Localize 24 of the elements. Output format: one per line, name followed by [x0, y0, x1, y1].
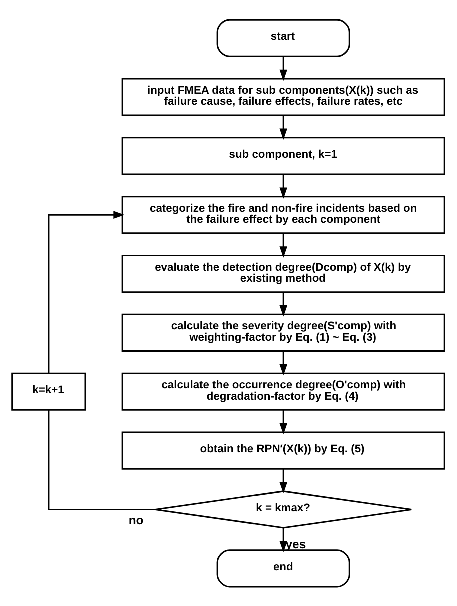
node-box: calculate the severity degree(S'comp) with weighting-factor by Eq. (1) ~ Eq. (3) [122, 313, 446, 352]
node-box: end [216, 549, 350, 588]
node-box: calculate the occurrence degree(O'comp) with degradation-factor by Eq. (4) [122, 372, 446, 410]
arrow [280, 232, 288, 258]
arrow [280, 350, 288, 376]
node-box: sub component, k=1 [122, 136, 446, 175]
arrow [280, 174, 288, 198]
node-box: evaluate the detection degree(Dcomp) of X(k) by existing method [122, 254, 446, 293]
arrow [280, 468, 288, 494]
node-box: obtain the RPN′(X(k)) by Eq. (5) [122, 431, 446, 470]
arrow [280, 410, 288, 434]
node-box: k=k+1 [12, 372, 86, 410]
arrow [280, 528, 288, 552]
node-box: categorize the fire and non-fire incidents based on the failure effect by each component [122, 196, 446, 234]
edge-label: no [128, 513, 144, 528]
node-box: input FMEA data for sub components(X(k)) such as failure cause, failure effects, failure rates, etc [122, 78, 446, 116]
node-box: start [216, 18, 350, 57]
arrow [280, 115, 288, 140]
connector [48, 410, 156, 510]
node-diamond: k = kmax? [154, 490, 412, 528]
edge-label: yes [286, 536, 306, 551]
arrow [280, 56, 288, 81]
arrow [280, 292, 288, 316]
arrow [48, 210, 125, 373]
